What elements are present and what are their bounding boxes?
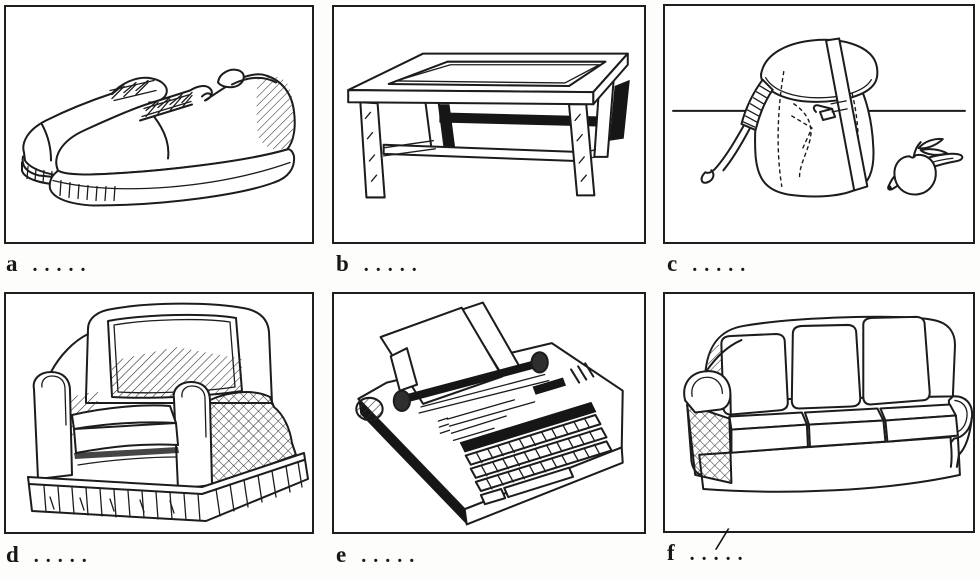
rucksack-illustration xyxy=(672,37,966,198)
armchair-illustration xyxy=(27,302,309,522)
typewriter-illustration xyxy=(355,301,624,526)
answer-dots: ..... xyxy=(33,545,94,567)
answer-dots: ...../ xyxy=(689,521,750,565)
panel-letter: b xyxy=(336,251,349,276)
handwritten-mark: / xyxy=(715,521,735,559)
panel-letter: c xyxy=(667,251,678,276)
sofa-illustration xyxy=(683,315,973,493)
answer-dots: ..... xyxy=(692,254,753,276)
exercise-panel-d xyxy=(4,292,314,534)
exercise-panel-f xyxy=(663,292,975,533)
answer-dots: ..... xyxy=(32,254,93,276)
panel-letter: f xyxy=(667,540,675,565)
panel-caption-d: d..... xyxy=(6,542,94,568)
panel-letter: a xyxy=(6,251,18,276)
exercise-panel-c xyxy=(663,4,975,244)
panel-caption-c: c..... xyxy=(667,251,752,277)
panel-caption-e: e..... xyxy=(336,542,421,568)
answer-dots: ..... xyxy=(361,545,422,567)
spacebar-key xyxy=(503,466,575,499)
exercise-panel-b xyxy=(332,5,646,244)
panel-letter: e xyxy=(336,542,347,567)
coffee-table-illustration xyxy=(347,52,630,199)
panel-letter: d xyxy=(6,542,19,567)
platen-knob xyxy=(355,396,384,422)
answer-dots: ..... xyxy=(363,254,424,276)
shoes-illustration xyxy=(21,68,296,207)
exercise-panel-a xyxy=(4,5,314,244)
panel-caption-f: f ...../ xyxy=(667,521,750,566)
panel-caption-a: a..... xyxy=(6,251,93,277)
panel-caption-b: b..... xyxy=(336,251,424,277)
exercise-panel-e xyxy=(332,292,646,534)
